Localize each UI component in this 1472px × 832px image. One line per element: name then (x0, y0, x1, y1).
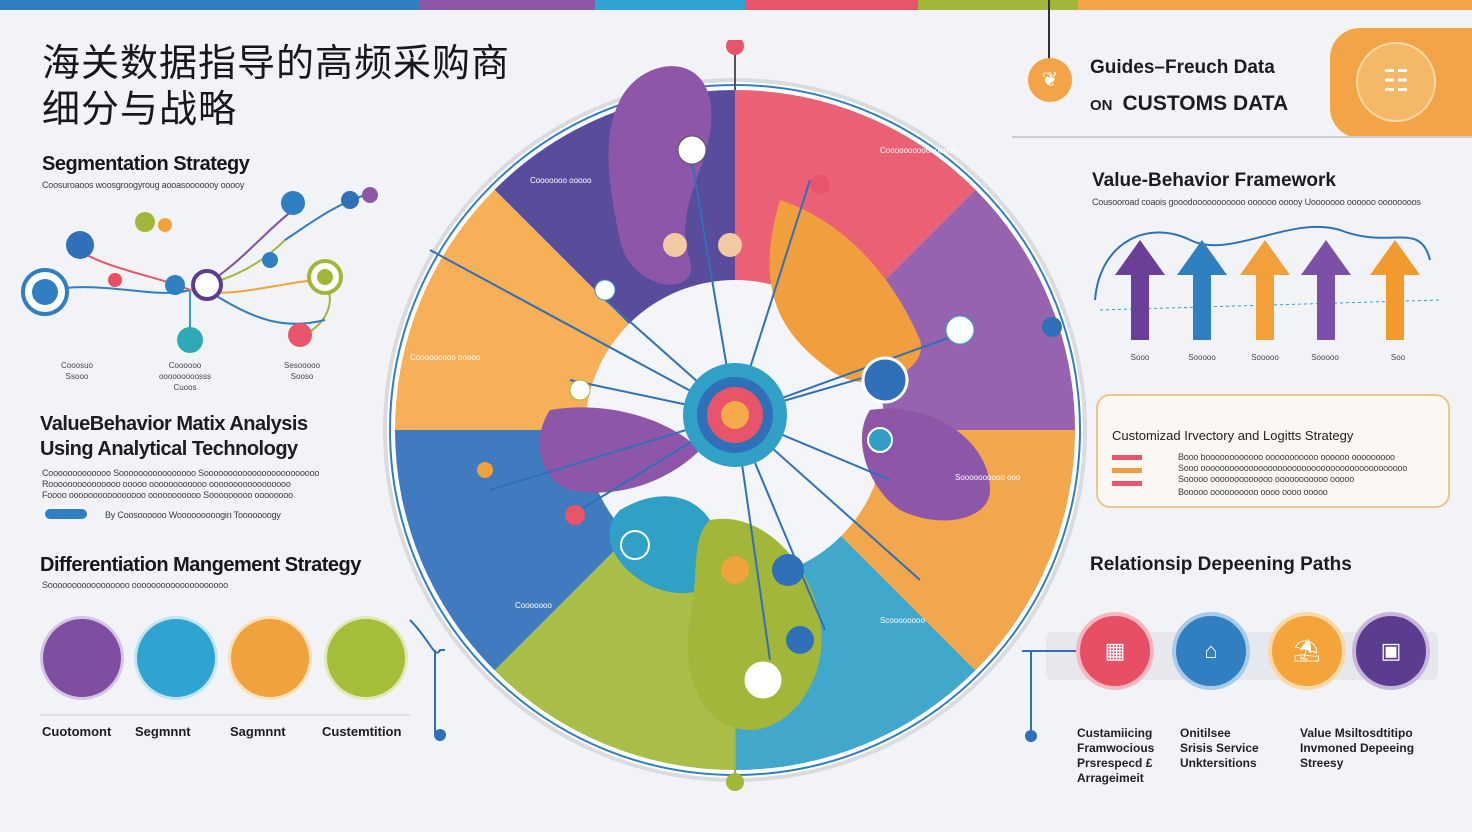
inventory-row-1: Booo boooooooooooo ooooooooooo oooooo oo… (1178, 452, 1395, 462)
framework-arrow (1240, 240, 1290, 340)
inventory-row-2: Sooo ooooooooooooooooooooooooooooooooooo… (1178, 463, 1408, 473)
inventory-row-4: Booooo oooooooooo oooo oooo ooooo (1178, 487, 1328, 497)
fw-label-1: Sooo (1130, 353, 1150, 362)
vb-text-3: Foooo oooooooooooooooo ooooooooooo Soooo… (42, 490, 293, 500)
inventory-bars (1112, 455, 1142, 494)
rel-caption-3: Value Msiltosdtitipo Invmoned Depeeing S… (1300, 726, 1415, 770)
framework-chart (1094, 225, 1441, 340)
title-line-2: 细分与战略 (42, 87, 238, 131)
relationship-stem (1030, 650, 1032, 735)
vb-chip (45, 509, 87, 519)
diff-connectors (40, 619, 446, 741)
diff-circle-4 (324, 616, 408, 700)
en-title: Guides–Freuch Data ON CUSTOMS DATA (1090, 50, 1288, 124)
diff-caption-4: Custemtition (322, 724, 402, 739)
wheel-text-3: Cooooooooo ooooo (410, 353, 481, 362)
framework-subtitle: Cousooroad coaois gooodooooooooooo ooooo… (1092, 197, 1421, 207)
differentiation-subtitle: Sooooooooooooooooo oooooooooooooooooooo (42, 580, 228, 590)
lotus-icon: ❦ (1028, 58, 1072, 102)
vb-text-1: Cooooooooooooo Soooooooooooooooo Soooooo… (42, 468, 320, 478)
relationship-circle-2: ⌂ (1172, 612, 1250, 690)
diff-circle-3 (228, 616, 312, 700)
wheel-text-6: Scoooooooo (880, 616, 925, 625)
page-title-cn: 海关数据指导的高频采购商 细分与战略 (42, 40, 510, 132)
inventory-card (1096, 394, 1450, 508)
document-icon: ☷ (1356, 42, 1436, 122)
inventory-row-3: Sooooo ooooooooooooo ooooooooooo ooooo (1178, 474, 1355, 484)
diff-caption-2: Segmnnt (135, 724, 191, 739)
segmentation-network (21, 187, 378, 353)
top-color-bar (0, 0, 1472, 10)
relationship-circle-4: ▣ (1352, 612, 1430, 690)
framework-arrow (1177, 240, 1227, 340)
en-title-prefix: ON (1090, 97, 1113, 114)
framework-arrow (1370, 240, 1420, 340)
relationship-connector (1022, 650, 1076, 652)
relationship-title: Relationsip Depeening Paths (1090, 554, 1352, 575)
wheel-text-2: Coooooooooooooooo (880, 146, 957, 155)
value-behavior-title: ValueBehavior Matix Analysis Using Analy… (40, 413, 308, 460)
hanging-line (1048, 0, 1050, 60)
inventory-title: Customizad Irvectory and Logitts Strateg… (1112, 428, 1354, 443)
fw-label-2: Sooooo (1188, 353, 1216, 362)
wheel-text-1: Cooooooo ooooo (530, 176, 592, 185)
segmentation-subtitle: Coosuroaoos woosgroogyroug aooasooooooy … (42, 180, 245, 190)
header-rule (1012, 136, 1472, 138)
relationship-circle-1: ▦ (1076, 612, 1154, 690)
fw-label-3: Sooooo (1251, 353, 1279, 362)
en-title-main: CUSTOMS DATA (1122, 92, 1289, 115)
vb-text-2: Rooooooooooooooo ooooo oooooooooooo oooo… (42, 479, 291, 489)
framework-arrow (1301, 240, 1351, 340)
fw-label-4: Sooooo (1311, 353, 1339, 362)
wheel-text-5: Cooooooo (515, 601, 552, 610)
diff-circle-2 (134, 616, 218, 700)
strategy-wheel (383, 40, 1087, 791)
en-title-line-1: Guides–Freuch Data (1090, 57, 1275, 78)
framework-arrow (1115, 240, 1165, 340)
rel-caption-1: Custamiicing Framwocious Prsrespecd £ Ar… (1077, 726, 1155, 785)
diff-circle-1 (40, 616, 124, 700)
diff-caption-3: Sagmnnt (230, 724, 286, 739)
fw-label-5: Soo (1390, 353, 1406, 362)
diff-caption-1: Cuotomont (42, 724, 112, 739)
title-line-1: 海关数据指导的高频采购商 (42, 41, 511, 85)
relationship-circle-3: ⛱ (1268, 612, 1346, 690)
segmentation-title: Segmentation Strategy (42, 153, 250, 175)
rel-caption-2: Onitilsee Srisis Service Unktersitions (1180, 726, 1259, 770)
vb-byline: By Coosoooooo Wooooooooogin Tooooooogy (105, 510, 281, 520)
differentiation-title: Differentiation Mangement Strategy (40, 554, 361, 576)
relationship-dot (1025, 730, 1037, 742)
framework-title: Value-Behavior Framework (1092, 170, 1336, 191)
wheel-text-4: Soooooooooo ooo (955, 473, 1021, 482)
